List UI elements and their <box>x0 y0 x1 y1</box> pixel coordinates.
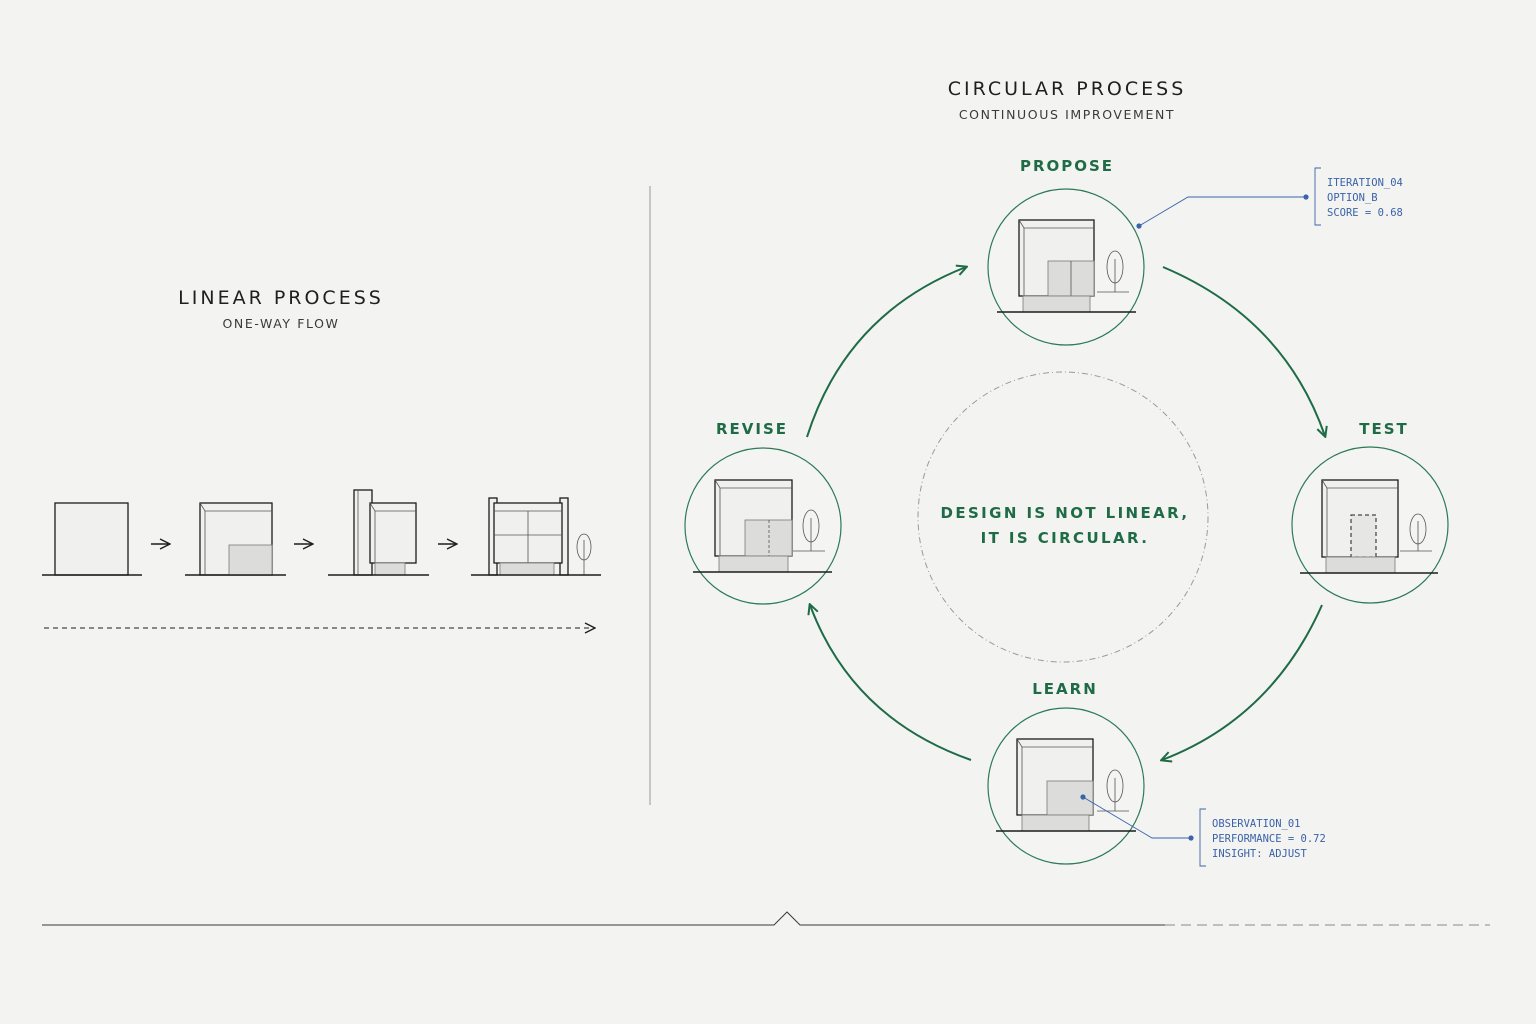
tree-icon <box>1400 513 1432 552</box>
annotation-observation-line-2: PERFORMANCE = 0.72 <box>1212 833 1326 845</box>
tree-icon <box>1097 250 1129 293</box>
circular-subtitle: CONTINUOUS IMPROVEMENT <box>959 107 1175 122</box>
tree-icon <box>576 533 592 575</box>
linear-title: LINEAR PROCESS <box>178 287 384 309</box>
linear-step-3-block <box>328 489 429 576</box>
tree-icon <box>793 509 825 552</box>
stage-label-revise: REVISE <box>716 420 788 438</box>
stage-node-revise <box>684 447 842 605</box>
annotation-observation-line-3: INSIGHT: ADJUST <box>1212 848 1308 860</box>
stage-label-test: TEST <box>1359 420 1409 438</box>
annotation-iteration-line-2: OPTION_B <box>1327 192 1378 204</box>
linear-section: LINEAR PROCESS ONE-WAY FLOW <box>42 287 601 628</box>
linear-step-1-block <box>42 502 142 576</box>
circular-section: CIRCULAR PROCESS CONTINUOUS IMPROVEMENT … <box>684 78 1449 867</box>
linear-step-4-block <box>471 497 601 576</box>
annotation-iteration: ITERATION_04 OPTION_B SCORE = 0.68 <box>1136 167 1403 229</box>
stage-node-learn <box>987 707 1145 865</box>
circular-title: CIRCULAR PROCESS <box>948 78 1187 100</box>
stage-node-propose <box>987 188 1145 346</box>
arrow-test-to-learn <box>1162 604 1323 760</box>
bottom-timeline <box>42 911 1490 926</box>
center-statement-line-1: DESIGN IS NOT LINEAR, <box>940 504 1189 522</box>
annotation-iteration-line-1: ITERATION_04 <box>1327 177 1403 189</box>
stage-label-learn: LEARN <box>1032 680 1098 698</box>
arrow-learn-to-revise <box>810 605 972 761</box>
center-statement-line-2: IT IS CIRCULAR. <box>981 529 1150 547</box>
arrow-revise-to-propose <box>806 267 966 438</box>
arrow-propose-to-test <box>1162 266 1325 436</box>
tree-icon <box>1097 769 1129 812</box>
stage-node-test <box>1291 446 1449 604</box>
annotation-observation: OBSERVATION_01 PERFORMANCE = 0.72 INSIGH… <box>1080 794 1326 867</box>
annotation-iteration-line-3: SCORE = 0.68 <box>1327 207 1403 219</box>
linear-subtitle: ONE-WAY FLOW <box>222 316 339 331</box>
center-dashed-circle <box>917 371 1209 663</box>
cycle-arrows <box>806 266 1325 761</box>
annotation-observation-line-1: OBSERVATION_01 <box>1212 818 1301 830</box>
linear-step-2-block <box>185 502 286 576</box>
stage-label-propose: PROPOSE <box>1020 157 1114 175</box>
